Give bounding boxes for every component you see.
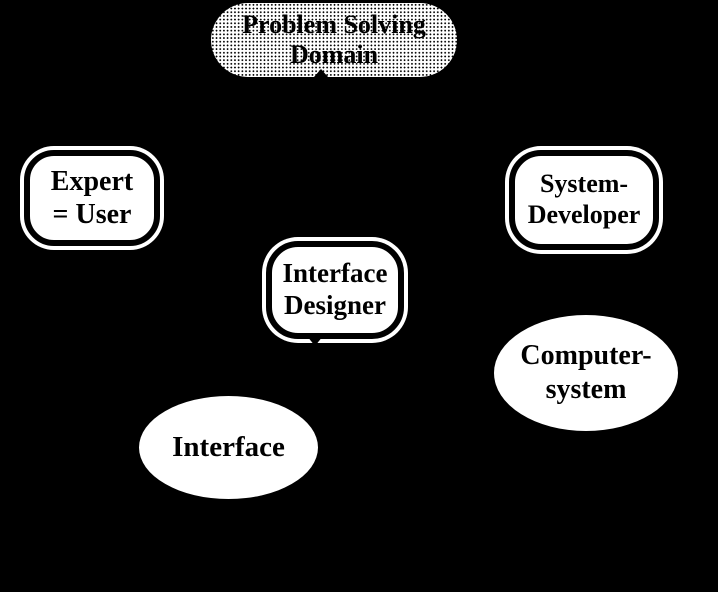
node-expert-user: Expert = User [24,150,160,246]
node-computer-system: Computer- system [494,315,678,431]
node-label-line: = User [52,199,132,230]
arrowhead-icon [314,69,328,77]
node-label-line: system [545,374,627,405]
node-label-line: Domain [289,40,379,69]
node-label-line: Developer [527,200,641,229]
node-label-line: Interface [282,258,388,289]
node-system-developer: System- Developer [509,150,659,250]
node-label-line: Problem Solving [242,10,426,40]
node-label-line: Expert [50,165,134,197]
node-interface: Interface [139,396,318,499]
node-interface-designer: Interface Designer [266,241,404,339]
node-label-line: System- [539,169,629,199]
node-label-line: Designer [284,290,386,320]
node-problem-solving-domain: Problem Solving Domain [211,3,457,77]
node-label-line: Interface [172,431,285,464]
arrowhead-icon [307,336,323,346]
node-label-line: Computer- [520,340,652,372]
